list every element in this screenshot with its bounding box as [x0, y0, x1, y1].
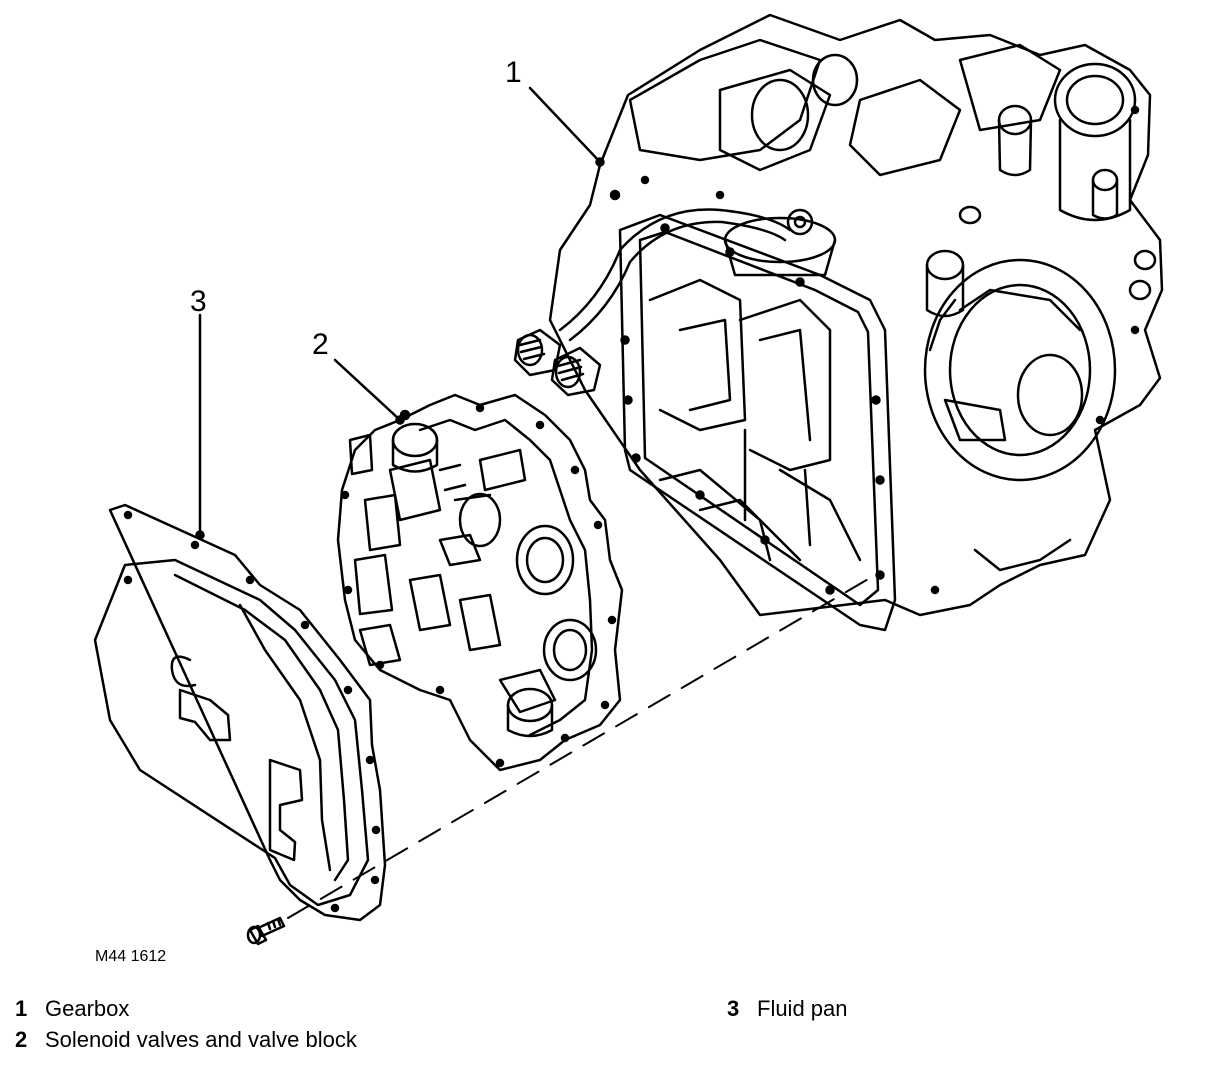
callout-3: 3 [190, 285, 207, 318]
valve-block-drawing [336, 393, 624, 772]
connector-2 [550, 346, 602, 397]
legend-num-1: 1 [15, 996, 28, 1021]
legend-label-1: Gearbox [45, 996, 130, 1021]
leader-line-2 [333, 358, 402, 422]
assembly-centerline [287, 577, 871, 919]
pan-bolt-drawing [246, 916, 286, 946]
legend-label-2: Solenoid valves and valve block [45, 1027, 357, 1052]
legend-num-3: 3 [727, 996, 740, 1021]
gearbox-drawing [513, 13, 1164, 632]
leader-line-1 [528, 86, 602, 164]
legend-item-2: 2 Solenoid valves and valve block [15, 1028, 357, 1052]
callout-2: 2 [312, 328, 329, 361]
legend-item-3: 3 Fluid pan [727, 997, 848, 1021]
legend-num-2: 2 [15, 1027, 28, 1052]
callout-1: 1 [505, 56, 522, 89]
legend-item-1: 1 Gearbox [15, 997, 129, 1021]
figure-id: M44 1612 [95, 948, 167, 965]
legend-label-3: Fluid pan [757, 996, 848, 1021]
